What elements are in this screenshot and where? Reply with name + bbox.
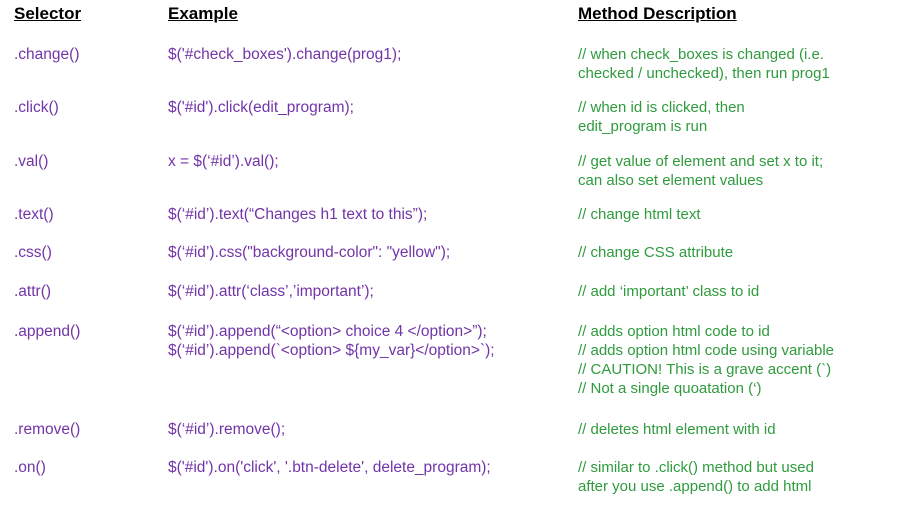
selector-cell: .append(): [14, 323, 81, 340]
method-description-cell: // adds option html code to id // adds op…: [578, 322, 908, 398]
example-cell: $(‘#id’).append(“<option> choice 4 </opt…: [168, 322, 558, 360]
method-description-line: // similar to .click() method but used: [578, 459, 814, 476]
example-cell: $('#id').on('click', '.btn-delete', dele…: [168, 458, 558, 477]
selector-cell: .text(): [14, 206, 54, 223]
method-description-line: edit_program is run: [578, 118, 708, 135]
method-description-cell: // get value of element and set x to it;…: [578, 152, 908, 190]
method-description-line: // change CSS attribute: [578, 244, 734, 261]
method-description-cell: // add ‘important’ class to id: [578, 282, 908, 301]
example-cell: $(‘#id’).css("background-color": "yellow…: [168, 243, 558, 262]
method-description-line: // when check_boxes is changed (i.e.: [578, 46, 824, 63]
method-description-cell: // change CSS attribute: [578, 243, 908, 262]
column-header-method-description: Method Description: [578, 4, 737, 23]
example-cell: x = $(‘#id’).val();: [168, 152, 558, 171]
selector-cell: .remove(): [14, 421, 81, 438]
method-description-line: after you use .append() to add html: [578, 478, 812, 495]
method-description-line: // Not a single quoatation (‘): [578, 380, 762, 397]
selector-cell: .css(): [14, 244, 52, 261]
selector-cell: .click(): [14, 99, 59, 116]
example-line: $(‘#id’).attr(‘class’,’important’);: [168, 283, 374, 300]
example-line: $('#id').on('click', '.btn-delete', dele…: [168, 459, 491, 476]
method-description-cell: // similar to .click() method but used af…: [578, 458, 908, 496]
selector-cell: .on(): [14, 459, 46, 476]
method-description-line: // adds option html code to id: [578, 323, 770, 340]
example-cell: $(‘#id’).remove();: [168, 420, 558, 439]
example-line: $(‘#id’).text(“Changes h1 text to this”)…: [168, 206, 428, 223]
example-line: $(‘#id’).remove();: [168, 421, 286, 438]
method-description-line: // when id is clicked, then: [578, 99, 745, 116]
example-cell: $('#check_boxes').change(prog1);: [168, 45, 558, 64]
example-cell: $('#id').click(edit_program);: [168, 98, 558, 117]
table-header-row: Selector Example Method Description: [0, 4, 911, 30]
method-description-line: // get value of element and set x to it;: [578, 153, 824, 170]
method-description-cell: // deletes html element with id: [578, 420, 908, 439]
example-line: $('#id').click(edit_program);: [168, 99, 354, 116]
method-description-line: checked / unchecked), then run prog1: [578, 65, 830, 82]
selector-cell: .change(): [14, 46, 80, 63]
example-line: $('#check_boxes').change(prog1);: [168, 46, 402, 63]
example-cell: $(‘#id’).text(“Changes h1 text to this”)…: [168, 205, 558, 224]
example-line: x = $(‘#id’).val();: [168, 153, 279, 170]
method-description-line: // adds option html code using variable: [578, 342, 834, 359]
method-description-line: // add ‘important’ class to id: [578, 283, 760, 300]
example-line: $(‘#id’).css("background-color": "yellow…: [168, 244, 451, 261]
column-header-selector: Selector: [14, 4, 82, 23]
example-line: $(‘#id’).append(`<option> ${my_var}</opt…: [168, 342, 495, 359]
selector-cell: .attr(): [14, 283, 52, 300]
method-description-line: // change html text: [578, 206, 701, 223]
method-description-cell: // when id is clicked, then edit_program …: [578, 98, 908, 136]
method-description-line: can also set element values: [578, 172, 764, 189]
method-description-line: // deletes html element with id: [578, 421, 776, 438]
method-description-cell: // change html text: [578, 205, 908, 224]
example-line: $(‘#id’).append(“<option> choice 4 </opt…: [168, 323, 487, 340]
column-header-example: Example: [168, 4, 238, 23]
method-description-cell: // when check_boxes is changed (i.e. chec…: [578, 45, 908, 83]
selector-cell: .val(): [14, 153, 49, 170]
example-cell: $(‘#id’).attr(‘class’,’important’);: [168, 282, 558, 301]
method-description-line: // CAUTION! This is a grave accent (`): [578, 361, 832, 378]
